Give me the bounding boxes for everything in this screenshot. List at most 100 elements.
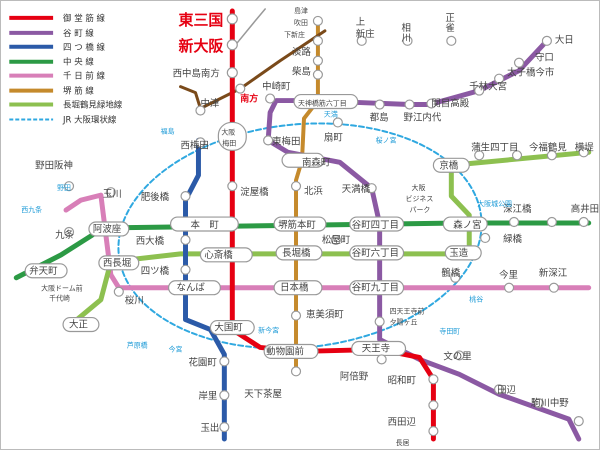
station-label: 岸里 xyxy=(198,391,217,402)
station-label: 今福鶴見 xyxy=(529,141,567,153)
station-dot xyxy=(312,69,323,80)
station-label: 南森町 xyxy=(302,156,331,168)
station-dot xyxy=(195,137,206,148)
station-box-nagahoribashi xyxy=(275,245,323,261)
station-label: 淀屋橋 xyxy=(240,186,269,198)
jr-label: 芦原橋 xyxy=(127,340,148,349)
station-dot xyxy=(290,181,302,192)
station-dot xyxy=(474,85,485,96)
station-dot xyxy=(573,416,584,427)
station-label: 川 xyxy=(402,33,411,44)
station-label: 天下茶屋 xyxy=(244,388,282,400)
station-box-kyobashi xyxy=(432,157,470,173)
jr-label: 桜ノ宮 xyxy=(376,135,397,144)
station-label: 玉出 xyxy=(200,422,219,434)
station-dot xyxy=(474,150,485,161)
station-label: 守口 xyxy=(535,52,554,64)
station-dot xyxy=(356,35,367,46)
station-label: 関目高殿 xyxy=(431,98,469,110)
station-label: 大国町 xyxy=(214,322,243,334)
jr-label: 新今宮 xyxy=(258,326,279,335)
station-label: 心斎橋 xyxy=(204,249,233,261)
station-label: 森ノ宮 xyxy=(453,219,481,231)
station-dot xyxy=(312,15,323,26)
station-label: 天王寺 xyxy=(362,343,390,354)
legend-label: 中 央 線 xyxy=(63,57,94,67)
station-label: 柴島 xyxy=(292,66,311,78)
station-dot xyxy=(63,181,75,192)
station-label: 横堤 xyxy=(575,141,594,153)
station-dot xyxy=(290,366,302,377)
station-box-tanimachi4 xyxy=(349,216,405,232)
jr-label: 大阪城公園 xyxy=(477,199,512,208)
station-label: 扇町 xyxy=(324,131,343,143)
station-box-tanimachi6 xyxy=(349,245,405,261)
station-dot xyxy=(511,150,523,161)
station-label: 西中島南方 xyxy=(173,68,220,80)
station-label: 緑橋 xyxy=(503,233,522,245)
station-label: 文の里 xyxy=(443,350,471,362)
station-dot xyxy=(180,234,191,246)
jr-station-labels: 福島 野田 西九条 大阪城公園 桃谷 寺田町 新今宮 今宮 芦原橋 桜ノ宮 天満 xyxy=(21,110,512,353)
jr-label: 天満 xyxy=(324,110,338,118)
station-label: 北浜 xyxy=(304,186,323,197)
station-label: 梅田 xyxy=(222,138,236,147)
station-dot xyxy=(546,216,557,228)
legend-label: 千 日 前 線 xyxy=(63,71,105,81)
station-dot xyxy=(219,390,230,401)
station-label: 桜川 xyxy=(125,295,144,307)
station-dot xyxy=(428,426,439,437)
station-box-daikokucho xyxy=(209,319,255,336)
station-label: 相 xyxy=(402,22,411,34)
sennichimae-line xyxy=(63,192,592,291)
station-label: 深江橋 xyxy=(503,203,532,215)
station-box-bentencho xyxy=(24,263,68,279)
station-dot xyxy=(330,234,341,246)
station-label: 西長堀 xyxy=(103,258,131,269)
station-dot xyxy=(578,216,589,228)
sakaisuji-line xyxy=(294,18,320,372)
station-dot xyxy=(195,105,206,116)
legend-label: 長堀鶴見緑地線 xyxy=(63,100,123,110)
station-label: 野江内代 xyxy=(404,111,442,123)
station-dot xyxy=(494,384,505,395)
station-dot xyxy=(454,350,465,361)
legend-label: 四 つ 橋 線 xyxy=(63,42,105,52)
station-label: 駒川中野 xyxy=(531,397,569,409)
station-dot xyxy=(503,282,515,293)
station-markers xyxy=(24,13,589,437)
station-dot xyxy=(402,35,413,46)
station-label: 九条 xyxy=(55,229,74,241)
station-dot xyxy=(374,316,385,327)
station-dot xyxy=(546,150,557,161)
hankyu-line xyxy=(198,29,327,111)
station-label: 大正 xyxy=(69,319,88,331)
station-dot xyxy=(180,191,191,202)
station-dot xyxy=(227,181,238,192)
station-label: 西大橋 xyxy=(136,235,165,247)
station-dot xyxy=(541,35,552,46)
station-label: 京橋 xyxy=(439,159,458,171)
station-dot xyxy=(548,282,559,293)
station-dot xyxy=(513,57,525,68)
station-label: 弁天町 xyxy=(29,265,58,277)
station-label: 谷町六丁目 xyxy=(352,247,399,259)
station-dot xyxy=(366,183,377,194)
station-dot xyxy=(226,39,238,51)
station-box-minamimorimachi xyxy=(281,152,325,168)
station-label: なんば xyxy=(177,283,206,294)
station-label: 四ツ橋 xyxy=(141,265,170,277)
station-label: 島津 xyxy=(294,6,308,15)
station-label: 肥後橋 xyxy=(141,191,170,203)
station-label: 野田阪神 xyxy=(35,159,73,171)
station-label: 堺筋本町 xyxy=(278,219,316,231)
station-label: 吹田 xyxy=(294,18,308,27)
station-dot xyxy=(265,93,276,104)
jr-label: 寺田町 xyxy=(439,328,460,336)
station-label-higashimikuni: 東三国 xyxy=(179,11,224,29)
station-box-sakaisujihonmachi xyxy=(273,216,327,232)
station-dot xyxy=(404,99,415,110)
station-label: 鶴橋 xyxy=(441,267,460,279)
legend-label: 堺 筋 線 xyxy=(63,86,94,96)
